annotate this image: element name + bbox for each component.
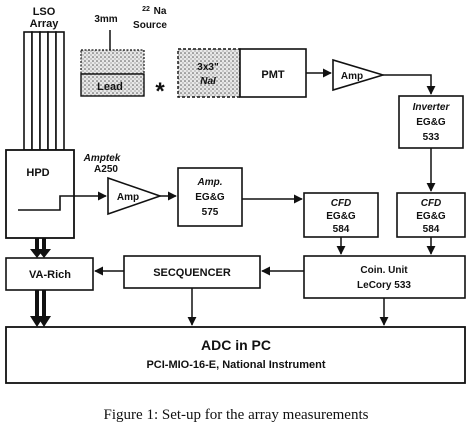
sequencer-label: SECQUENCER [153,267,231,279]
hpd-box [5,149,75,239]
figure-caption: Figure 1: Set-up for the array measureme… [104,407,369,423]
lso-crystal-array [23,31,65,151]
cfd1-box [303,192,379,238]
sequencer-box [123,255,261,289]
lso-label-line1: LSO [33,6,56,18]
amp-mid-label: Amp [117,192,139,203]
cfd2-box [396,192,466,238]
lead-label: Lead [97,81,123,93]
amp575-label-line3: 575 [202,207,219,218]
amp575-label-line2: EG&G [195,192,225,203]
adc-label-line2: PCI-MIO-16-E, National Instrument [146,359,325,371]
adc-box [5,326,466,384]
hpd-to-varich-arrows [30,238,51,258]
amptek-label-line1: Amptek [83,153,121,164]
amptek-label-line2: A250 [94,164,118,175]
cfd1-label-line1: CFD [331,198,352,209]
cfd1-label-line3: 584 [333,224,350,235]
varich-to-adc-arrows [30,290,51,327]
coin-unit-label-line1: Coin. Unit [360,265,408,276]
inverter-box [398,95,464,149]
lead-thickness-label: 3mm [94,14,117,25]
amp575-label-line1: Amp. [197,177,223,188]
source-isotope-mass: 22 [142,6,150,13]
amp-top-triangle [332,58,386,92]
source-label-line2: Source [133,20,167,31]
hpd-label: HPD [26,167,49,179]
coin-unit-label-line2: LeCory 533 [357,280,411,291]
coin-unit-box [303,255,466,299]
nai-detector [177,48,241,98]
pmt-box [239,48,307,98]
pmt-label: PMT [261,69,285,81]
source-label-line1: Na [154,6,167,17]
lead-block-lower [80,73,145,97]
cfd1-label-line2: EG&G [326,211,356,222]
source-marker-star: * [155,78,165,105]
inverter-label-line1: Inverter [413,102,451,113]
amp-mid-triangle [107,176,163,216]
lead-block-upper [80,49,145,75]
varich-label: VA-Rich [29,269,71,281]
varich-box [5,257,94,291]
amp-top-label: Amp [341,71,363,82]
nai-label-line2: NaI [200,76,216,87]
cfd2-label-line1: CFD [421,198,442,209]
arrow-amp-to-inverter [383,74,436,95]
nai-label-line1: 3x3" [197,62,219,73]
hpd-internal-pin [18,195,78,211]
inverter-label-line3: 533 [423,132,440,143]
lso-label-line2: Array [30,18,60,30]
amp575-box [177,167,243,227]
cfd2-label-line3: 584 [423,224,440,235]
adc-label-line1: ADC in PC [201,337,271,353]
inverter-label-line2: EG&G [416,117,446,128]
cfd2-label-line2: EG&G [416,211,446,222]
